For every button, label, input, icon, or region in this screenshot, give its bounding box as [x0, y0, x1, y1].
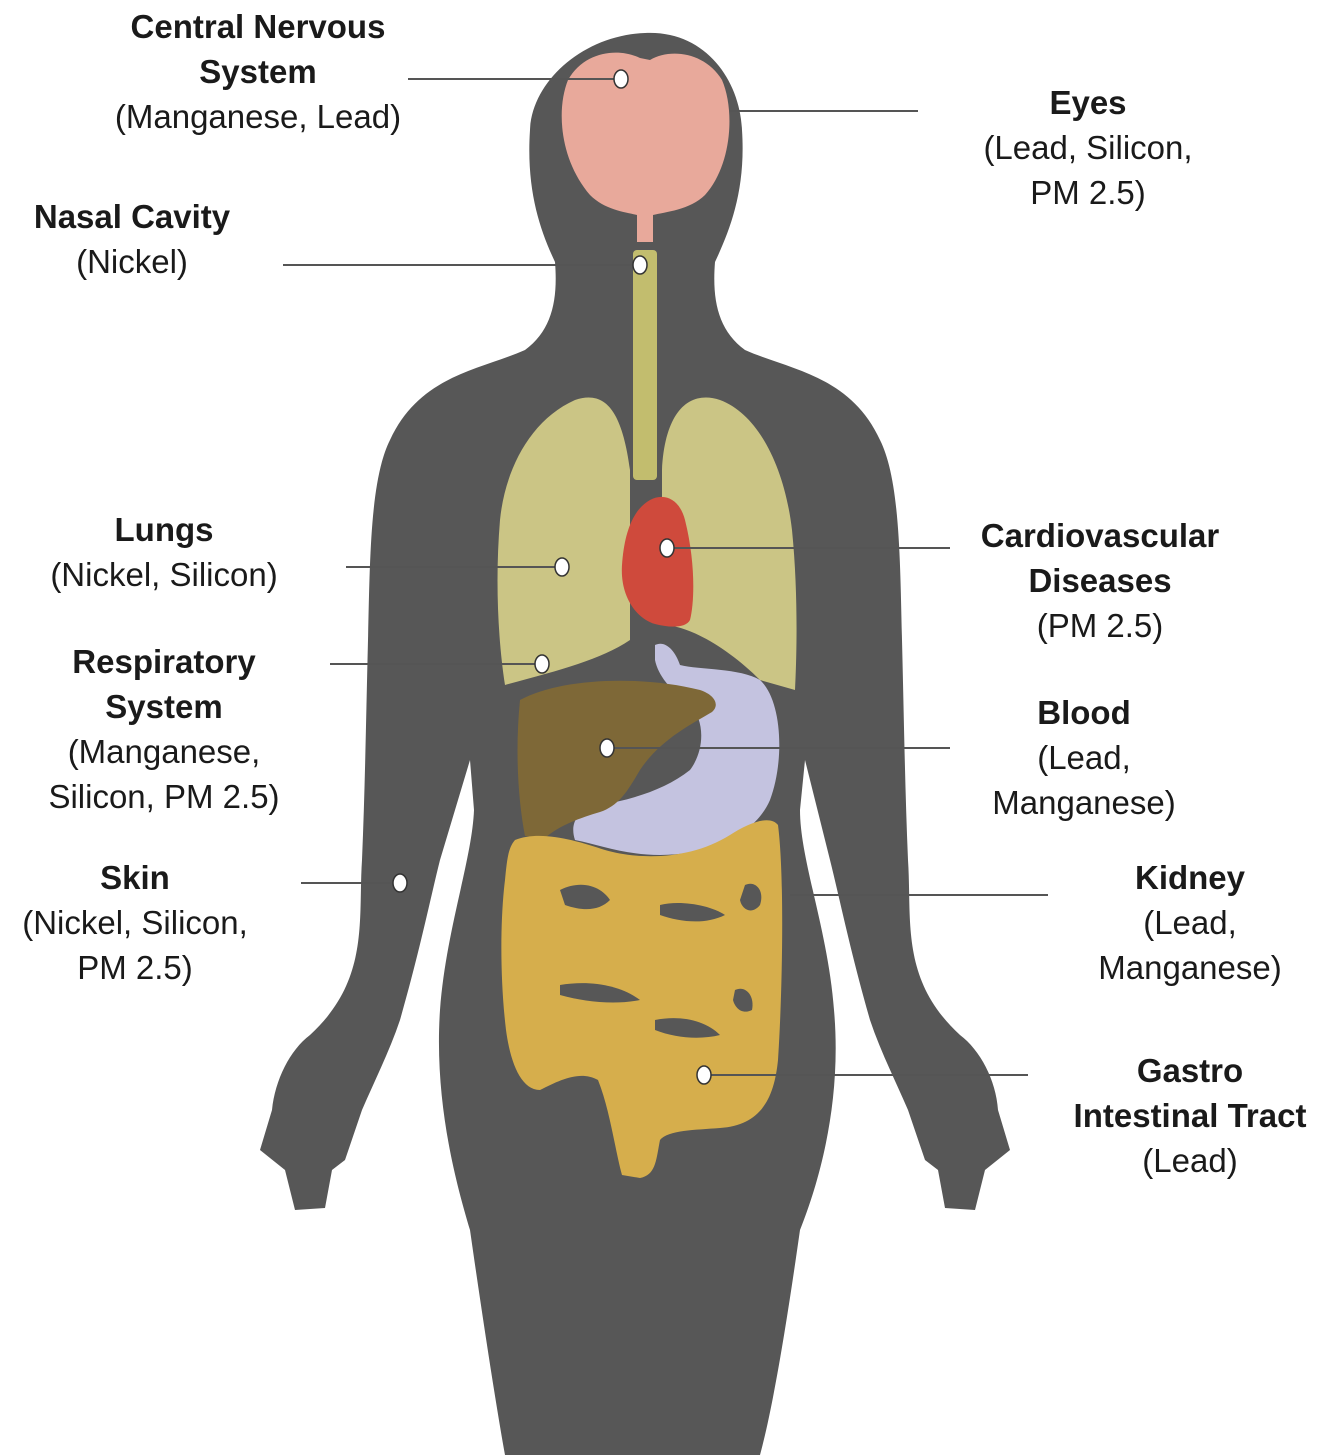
marker-blood — [600, 739, 614, 757]
blood-elements: (Lead, Manganese) — [954, 735, 1214, 825]
cardio-elements: (PM 2.5) — [950, 603, 1250, 648]
resp-elements: (Manganese, Silicon, PM 2.5) — [14, 729, 314, 819]
cardio-title: Cardiovascular Diseases — [950, 513, 1250, 603]
trachea — [633, 250, 657, 480]
label-blood: Blood (Lead, Manganese) — [954, 690, 1214, 825]
blood-title: Blood — [954, 690, 1214, 735]
gi-elements: (Lead) — [1050, 1138, 1330, 1183]
label-eyes: Eyes (Lead, Silicon, PM 2.5) — [938, 80, 1238, 215]
marker-gi — [697, 1066, 711, 1084]
marker-resp — [535, 655, 549, 673]
label-kidney: Kidney (Lead, Manganese) — [1060, 855, 1320, 990]
label-gi: Gastro Intestinal Tract (Lead) — [1050, 1048, 1330, 1183]
label-skin: Skin (Nickel, Silicon, PM 2.5) — [0, 855, 270, 990]
marker-skin — [393, 874, 407, 892]
cns-title: Central Nervous System — [58, 4, 458, 94]
gi-title: Gastro Intestinal Tract — [1050, 1048, 1330, 1138]
marker-cns — [614, 70, 628, 88]
marker-nasal — [633, 256, 647, 274]
skin-elements: (Nickel, Silicon, PM 2.5) — [0, 900, 270, 990]
marker-lungs — [555, 558, 569, 576]
label-resp: Respiratory System (Manganese, Silicon, … — [14, 639, 314, 819]
lungs-elements: (Nickel, Silicon) — [24, 552, 304, 597]
lungs-title: Lungs — [24, 507, 304, 552]
label-nasal: Nasal Cavity (Nickel) — [12, 194, 252, 284]
nasal-title: Nasal Cavity — [12, 194, 252, 239]
eyes-elements: (Lead, Silicon, PM 2.5) — [938, 125, 1238, 215]
nasal-elements: (Nickel) — [12, 239, 252, 284]
label-cardio: Cardiovascular Diseases (PM 2.5) — [950, 513, 1250, 648]
skin-title: Skin — [0, 855, 270, 900]
label-cns: Central Nervous System (Manganese, Lead) — [58, 4, 458, 139]
kidney-elements: (Lead, Manganese) — [1060, 900, 1320, 990]
cns-elements: (Manganese, Lead) — [58, 94, 458, 139]
eyes-title: Eyes — [938, 80, 1238, 125]
marker-cardio — [660, 539, 674, 557]
label-lungs: Lungs (Nickel, Silicon) — [24, 507, 304, 597]
resp-title: Respiratory System — [14, 639, 314, 729]
kidney-title: Kidney — [1060, 855, 1320, 900]
